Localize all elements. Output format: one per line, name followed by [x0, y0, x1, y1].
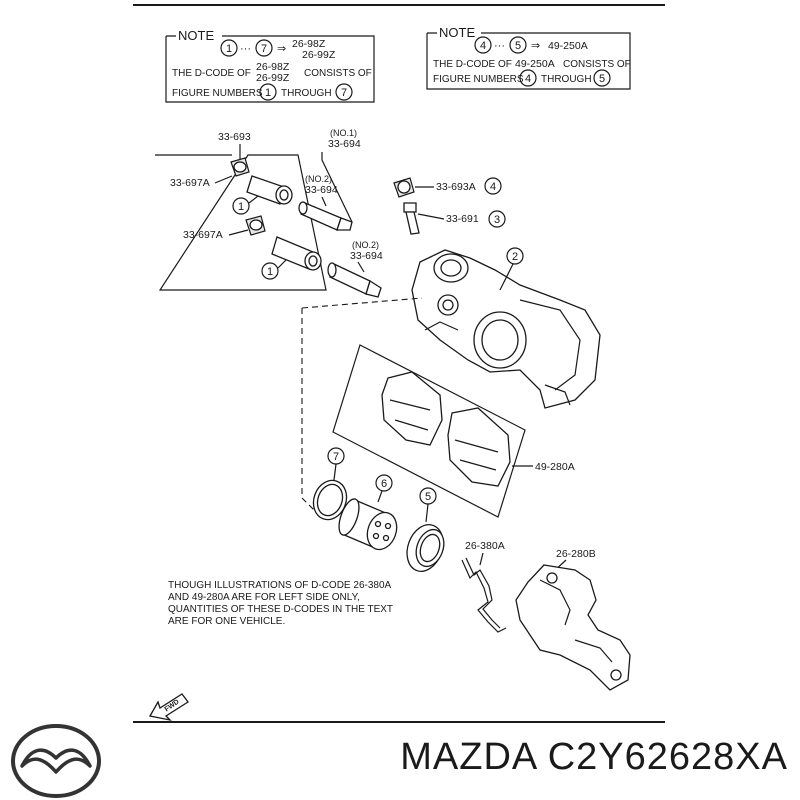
pin-boot-lower: [245, 215, 266, 236]
brake-pad-inner: [381, 371, 443, 446]
note2-line3-num-a: 4: [525, 73, 531, 85]
bleeder-screw: [403, 202, 420, 235]
guide-pin-kit-box: 33-693 33-697A 1 33-697A: [155, 131, 327, 291]
footnote-line-4: ARE FOR ONE VEHICLE.: [168, 616, 285, 627]
piston: [338, 498, 398, 551]
label-bushing-num-lower: 1: [267, 266, 273, 278]
note1-line2-code-a: 26-98Z: [256, 61, 290, 73]
note1-line3-num-b: 7: [341, 87, 347, 99]
label-33-693a: 33-693A: [436, 181, 476, 193]
piston-seal: [312, 479, 348, 521]
footnote-line-2: AND 49-280A ARE FOR LEFT SIDE ONLY,: [168, 592, 360, 603]
note2-line3-mid: THROUGH: [541, 74, 592, 85]
guide-pin-lower: [327, 262, 382, 298]
label-no2-upper: (NO.2): [305, 174, 332, 184]
label-seal-num: 7: [333, 451, 339, 463]
footnote-line-1: THOUGH ILLUSTRATIONS OF D-CODE 26-380A: [168, 580, 392, 591]
note1-line3-num-a: 1: [265, 87, 271, 99]
note2-line2-prefix: THE D-CODE OF: [433, 59, 512, 70]
label-49-280a: 49-280A: [535, 461, 575, 473]
note1-code-b: 26-99Z: [302, 49, 336, 61]
piston-boot: [406, 524, 445, 572]
label-33-697a-lower: 33-697A: [183, 229, 223, 241]
label-caliper-num: 2: [512, 251, 518, 263]
label-33-697a-upper: 33-697A: [170, 177, 210, 189]
note2-line2-suffix: CONSISTS OF: [563, 59, 631, 70]
note1-to-num: 7: [261, 43, 267, 55]
note2-to-num: 5: [515, 40, 521, 52]
note1-line2-suffix: CONSISTS OF: [304, 68, 372, 79]
note2-title: NOTE: [439, 25, 475, 40]
note1-dots: ···: [240, 43, 251, 55]
pin-boot-upper: [230, 157, 250, 177]
bleeder-cap: [393, 177, 415, 198]
note2-line3-prefix: FIGURE NUMBERS: [433, 74, 524, 85]
guide-pin-upper: [298, 201, 353, 231]
label-33-691: 33-691: [446, 213, 479, 225]
bushing-lower: [271, 236, 322, 271]
label-26-380a: 26-380A: [465, 540, 505, 552]
note2-line3-num-b: 5: [599, 73, 605, 85]
note1-line2-prefix: THE D-CODE OF: [172, 68, 251, 79]
note1-arrow: ⇒: [277, 43, 286, 55]
label-piston-num: 6: [381, 478, 387, 490]
note1-line3-prefix: FIGURE NUMBERS: [172, 88, 263, 99]
label-bushing-num-upper: 1: [238, 201, 244, 213]
label-33-693a-num: 4: [490, 181, 496, 193]
label-no1: (NO.1): [330, 128, 357, 138]
label-33-694-no1: 33-694: [328, 138, 361, 150]
note2-arrow: ⇒: [531, 40, 540, 52]
note2-dots: ···: [494, 40, 505, 52]
caliper-body: [411, 249, 601, 409]
label-no2-lower: (NO.2): [352, 240, 379, 250]
caliper-bracket: [515, 564, 631, 691]
label-boot-num: 5: [425, 491, 431, 503]
label-33-694-no2-lower: 33-694: [350, 250, 383, 262]
bushing-upper: [246, 175, 293, 205]
fwd-arrow-icon: FWD: [148, 693, 189, 722]
note2-code: 49-250A: [548, 40, 588, 52]
label-26-280b: 26-280B: [556, 548, 596, 560]
note2-line2-code: 49-250A: [515, 58, 555, 70]
note1-title: NOTE: [178, 28, 214, 43]
label-33-691-num: 3: [494, 214, 500, 226]
anti-rattle-spring: [461, 557, 507, 633]
note1-line3-mid: THROUGH: [281, 88, 332, 99]
note1-code-a: 26-98Z: [292, 38, 326, 50]
kit-dashed-outline: [301, 297, 423, 513]
footnote-line-3: QUANTITIES OF THESE D-CODES IN THE TEXT: [168, 604, 393, 615]
mazda-logo-icon: [11, 724, 101, 798]
note-box-1: NOTE 1 ··· 7 ⇒ 26-98Z 26-99Z THE D-CODE …: [165, 28, 375, 103]
label-33-693: 33-693: [218, 131, 251, 143]
note-box-2: NOTE 4 ··· 5 ⇒ 49-250A THE D-CODE OF 49-…: [426, 25, 631, 90]
note1-from-num: 1: [226, 43, 232, 55]
brake-pad-box: [332, 344, 526, 518]
label-33-694-no2-upper: 33-694: [305, 184, 338, 196]
brake-pad-outer: [447, 407, 511, 487]
brand-part-number: MAZDA C2Y62628XA: [400, 736, 788, 778]
note2-from-num: 4: [480, 40, 486, 52]
note1-line2-code-b: 26-99Z: [256, 72, 290, 84]
